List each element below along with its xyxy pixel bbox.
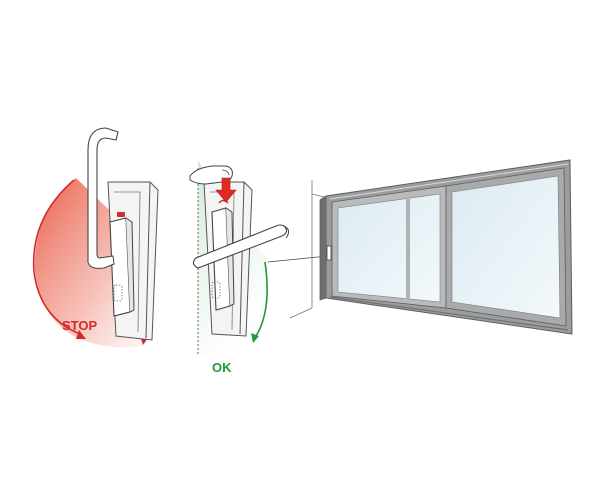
lock-button-pressed [218, 199, 229, 204]
window-frame-depth [319, 195, 327, 301]
sash-profile-middle-edge [239, 181, 245, 335]
keyhole-dots-left [113, 284, 123, 302]
stop-arc-arrowhead-left [76, 330, 86, 339]
window-top-track [329, 163, 569, 200]
left-glass-pane [337, 193, 441, 303]
handle-neck-left [87, 253, 115, 269]
handle-base-left-side [125, 217, 135, 313]
handle-base-middle-side [225, 207, 235, 307]
room-floor-line [289, 307, 313, 319]
sliding-window-icon [289, 159, 573, 335]
lock-button-red [117, 212, 125, 217]
keyhole-dots-middle [211, 281, 221, 299]
arrow-down-icon [215, 177, 237, 203]
stop-label: STOP [62, 318, 97, 333]
detail-connector-line [267, 255, 329, 263]
handle-lever-end [283, 225, 290, 239]
ok-rotation-arc [255, 261, 268, 337]
ok-label: OK [212, 360, 232, 375]
finger-nail [221, 169, 230, 176]
sash-profile-left-edge [145, 181, 151, 339]
stop-rotation-arc [32, 179, 81, 335]
window-bottom-track [329, 296, 569, 331]
sash-profile-left-inner [114, 191, 141, 333]
locked-handle-group: STOP [32, 127, 159, 348]
right-glass-pane [451, 175, 561, 319]
window-handle-icon [192, 224, 288, 269]
window-handle-marker [326, 245, 332, 261]
unlocked-handle-group: OK [189, 160, 290, 375]
window-handle-icon [87, 127, 119, 263]
ok-arc-arrowhead [251, 333, 259, 343]
